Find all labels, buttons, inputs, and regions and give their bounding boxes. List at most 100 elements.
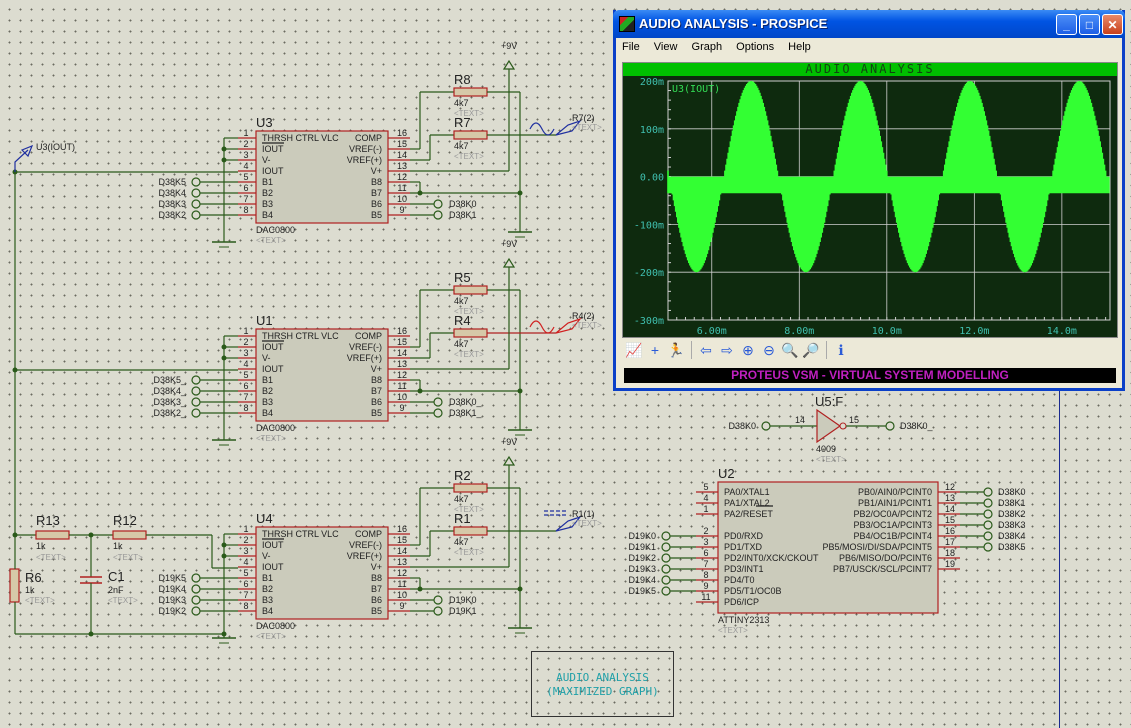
terminal[interactable] xyxy=(191,595,201,605)
zoom-out-icon[interactable]: ⊖ xyxy=(763,342,775,358)
dac-part: DAC0800 xyxy=(256,423,295,433)
graph-info-icon[interactable]: ℹ xyxy=(838,342,844,358)
power-arrow-icon xyxy=(502,257,516,268)
capacitor-ref: C1 xyxy=(108,569,125,584)
terminal[interactable] xyxy=(983,509,993,519)
resistor[interactable] xyxy=(112,530,147,540)
pan-right-icon[interactable]: ⇨ xyxy=(721,342,733,358)
terminal[interactable] xyxy=(983,487,993,497)
minimize-button[interactable]: _ xyxy=(1056,14,1077,35)
graph-edit-icon[interactable]: 📈 xyxy=(625,342,643,358)
resistor[interactable] xyxy=(453,483,488,493)
menu-file[interactable]: File xyxy=(622,41,640,53)
terminal[interactable] xyxy=(983,531,993,541)
pan-left-icon[interactable]: ⇦ xyxy=(700,342,712,358)
resistor[interactable] xyxy=(9,568,20,603)
terminal[interactable] xyxy=(433,595,443,605)
title-bar[interactable]: AUDIO ANALYSIS - PROSPICE _ □ ✕ xyxy=(613,10,1125,38)
text-placeholder: <TEXT> xyxy=(454,307,484,316)
text-placeholder: <TEXT> xyxy=(718,626,748,635)
zoom-area-icon[interactable]: 🔎 xyxy=(802,342,820,358)
resistor[interactable] xyxy=(453,526,488,536)
maximize-button[interactable]: □ xyxy=(1079,14,1100,35)
pin-number: 11 xyxy=(397,579,406,589)
terminal[interactable] xyxy=(191,199,201,209)
dac-body[interactable] xyxy=(255,328,389,422)
generator-probe-icon[interactable] xyxy=(555,317,582,334)
terminal[interactable] xyxy=(983,542,993,552)
terminal[interactable] xyxy=(191,397,201,407)
pin-number: 15 xyxy=(849,415,859,425)
terminal[interactable] xyxy=(885,421,895,431)
terminal[interactable] xyxy=(433,210,443,220)
pin-number: 4 xyxy=(243,557,248,567)
text-placeholder: <TEXT> xyxy=(454,548,484,557)
menu-options[interactable]: Options xyxy=(736,41,775,53)
dac-body[interactable] xyxy=(255,526,389,620)
menu-graph[interactable]: Graph xyxy=(691,41,723,53)
terminal[interactable] xyxy=(191,584,201,594)
terminal[interactable] xyxy=(191,375,201,385)
terminal[interactable] xyxy=(433,199,443,209)
net-label: D38K3_ xyxy=(153,397,187,407)
terminal[interactable] xyxy=(191,408,201,418)
terminal[interactable] xyxy=(191,606,201,616)
resistor-value: 4k7 xyxy=(454,98,469,108)
terminal[interactable] xyxy=(661,531,671,541)
resistor[interactable] xyxy=(453,87,488,97)
junction-dot xyxy=(221,146,227,152)
terminal[interactable] xyxy=(761,421,771,431)
terminal[interactable] xyxy=(661,564,671,574)
zoom-in-icon[interactable]: ⊕ xyxy=(742,342,754,358)
terminal[interactable] xyxy=(191,188,201,198)
pin-label: V- xyxy=(262,353,271,363)
terminal[interactable] xyxy=(661,586,671,596)
resistor[interactable] xyxy=(453,328,488,338)
graph-note-box[interactable]: AUDIO ANALYSIS (MAXIMIZED GRAPH) xyxy=(531,651,674,717)
terminal[interactable] xyxy=(191,573,201,583)
resistor[interactable] xyxy=(35,530,70,540)
inverter-symbol[interactable] xyxy=(816,408,842,444)
simulate-icon[interactable]: 🏃 xyxy=(667,342,685,358)
mcu-body[interactable] xyxy=(717,481,939,614)
terminal[interactable] xyxy=(661,542,671,552)
terminal[interactable] xyxy=(433,408,443,418)
generator-probe-icon[interactable] xyxy=(555,119,582,136)
net-label: D19K3 xyxy=(158,595,186,605)
dc-generator-icon[interactable] xyxy=(544,510,566,516)
terminal[interactable] xyxy=(661,553,671,563)
terminal[interactable] xyxy=(983,520,993,530)
y-tick-label: 100m xyxy=(640,125,664,136)
net-label: D38K1 xyxy=(449,210,477,220)
pin-label: COMP xyxy=(355,529,382,539)
terminal[interactable] xyxy=(983,498,993,508)
prospice-window[interactable]: AUDIO ANALYSIS - PROSPICE _ □ ✕ File Vie… xyxy=(613,10,1125,391)
add-trace-icon[interactable]: + xyxy=(650,342,660,358)
dac-part: DAC0800 xyxy=(256,621,295,631)
menu-help[interactable]: Help xyxy=(788,41,811,53)
pin-number: 17 xyxy=(945,537,955,547)
close-button[interactable]: ✕ xyxy=(1102,14,1123,35)
resistor[interactable] xyxy=(453,285,488,295)
pin-label: B2 xyxy=(262,188,273,198)
terminal[interactable] xyxy=(191,210,201,220)
note-line-2: (MAXIMIZED GRAPH) xyxy=(546,685,659,698)
terminal[interactable] xyxy=(433,397,443,407)
sine-generator-icon[interactable] xyxy=(529,122,555,136)
terminal[interactable] xyxy=(191,386,201,396)
dac-body[interactable] xyxy=(255,130,389,224)
terminal[interactable] xyxy=(433,606,443,616)
sine-generator-icon[interactable] xyxy=(529,320,555,334)
terminal[interactable] xyxy=(661,575,671,585)
pin-label: V+ xyxy=(371,562,382,572)
voltage-probe-icon[interactable] xyxy=(14,144,34,172)
generator-probe-icon[interactable] xyxy=(555,515,582,532)
terminal[interactable] xyxy=(191,177,201,187)
zoom-all-icon[interactable]: 🔍 xyxy=(781,342,799,358)
resistor[interactable] xyxy=(453,130,488,140)
net-label: D19K4 xyxy=(628,575,656,585)
menu-view[interactable]: View xyxy=(653,41,678,53)
